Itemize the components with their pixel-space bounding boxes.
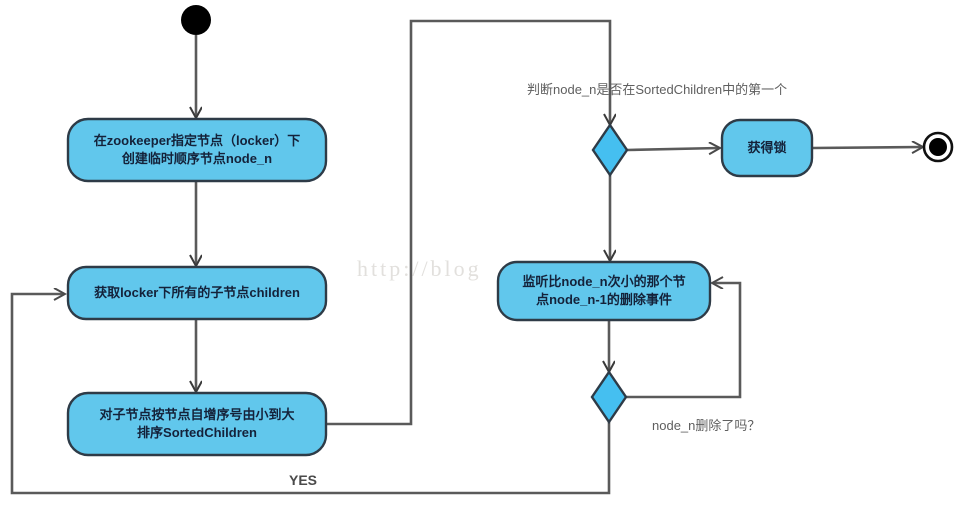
end-node <box>929 138 947 156</box>
start-node <box>181 5 211 35</box>
decision-is-node-deleted[interactable] <box>590 369 628 425</box>
edge-label-is-node-first: 判断node_n是否在SortedChildren中的第一个 <box>527 82 788 97</box>
activity-acquire-lock[interactable] <box>720 118 814 178</box>
watermark-text: http://blog <box>357 256 482 281</box>
edge-label-is-node-deleted: node_n删除了吗？ <box>652 418 761 433</box>
edge-acquire-lock-to-end <box>811 147 922 148</box>
activity-watch-previous-node[interactable] <box>496 260 712 322</box>
edge-decision-first-to-acquire-lock <box>626 148 719 150</box>
activity-get-children[interactable] <box>66 265 328 321</box>
edge-decision-deleted-no-loop <box>626 283 742 399</box>
decision-is-node-first[interactable] <box>591 122 629 178</box>
activity-sort-children[interactable] <box>66 391 328 457</box>
activity-create-ephemeral-node[interactable] <box>66 117 328 183</box>
edge-label-yes: YES <box>289 472 318 488</box>
edge-sort-to-decision-first <box>326 19 610 426</box>
edge-decision-deleted-yes-loop <box>10 294 611 495</box>
